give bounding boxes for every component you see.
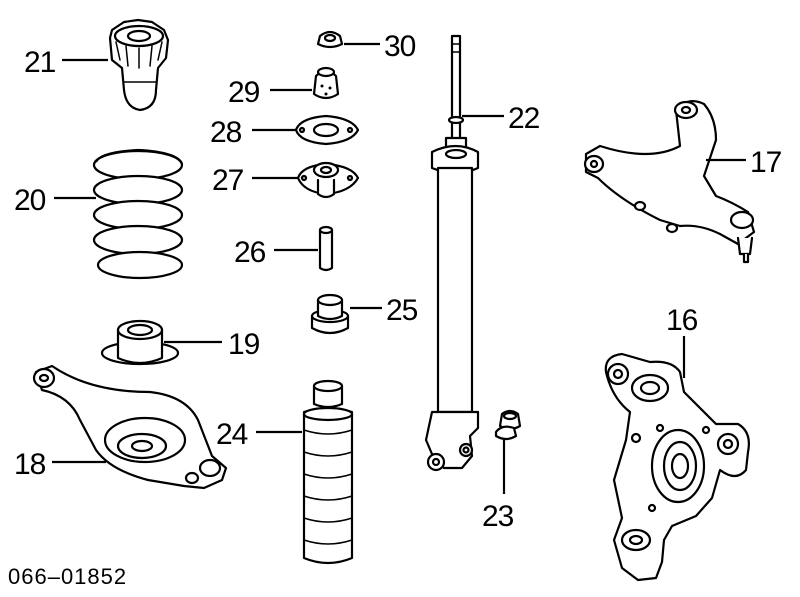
- callout-30: 30: [384, 30, 416, 63]
- part-24-dust-boot: [302, 379, 354, 565]
- callout-labels: 21 20 19 18 30 29 28 27 26 25 24 22 23 1…: [14, 30, 783, 533]
- callout-17: 17: [750, 146, 782, 179]
- part-26-sleeve: [318, 225, 334, 272]
- callout-27: 27: [212, 164, 244, 197]
- part-19-spring-seat: [100, 319, 180, 366]
- part-21-bump-stop-cap: [108, 18, 170, 112]
- part-27-strut-mount: [296, 161, 360, 199]
- callout-21: 21: [24, 46, 56, 79]
- part-16-knuckle: [604, 352, 750, 582]
- callout-22: 22: [508, 102, 540, 135]
- callout-25: 25: [386, 294, 418, 327]
- part-23-bolt: [494, 409, 522, 441]
- part-22-shock-absorber: [424, 34, 480, 472]
- part-30-nut: [316, 30, 344, 49]
- part-28-gasket: [294, 114, 360, 146]
- callout-26: 26: [234, 236, 266, 269]
- callout-19: 19: [228, 328, 260, 361]
- part-17-upper-arm: [583, 99, 756, 264]
- callout-20: 20: [14, 184, 46, 217]
- leader-lines: [52, 42, 746, 494]
- part-29-mount-bushing: [312, 66, 340, 100]
- callout-23: 23: [482, 500, 514, 533]
- part-20-coil-spring: [92, 148, 184, 280]
- callout-29: 29: [228, 76, 260, 109]
- callout-24: 24: [216, 418, 248, 451]
- callout-16: 16: [666, 304, 698, 337]
- callout-18: 18: [14, 448, 46, 481]
- part-18-lower-arm: [32, 364, 228, 490]
- part-25-bushing: [310, 293, 350, 335]
- diagram-code: 066–01852: [8, 564, 127, 589]
- callout-28: 28: [210, 116, 242, 149]
